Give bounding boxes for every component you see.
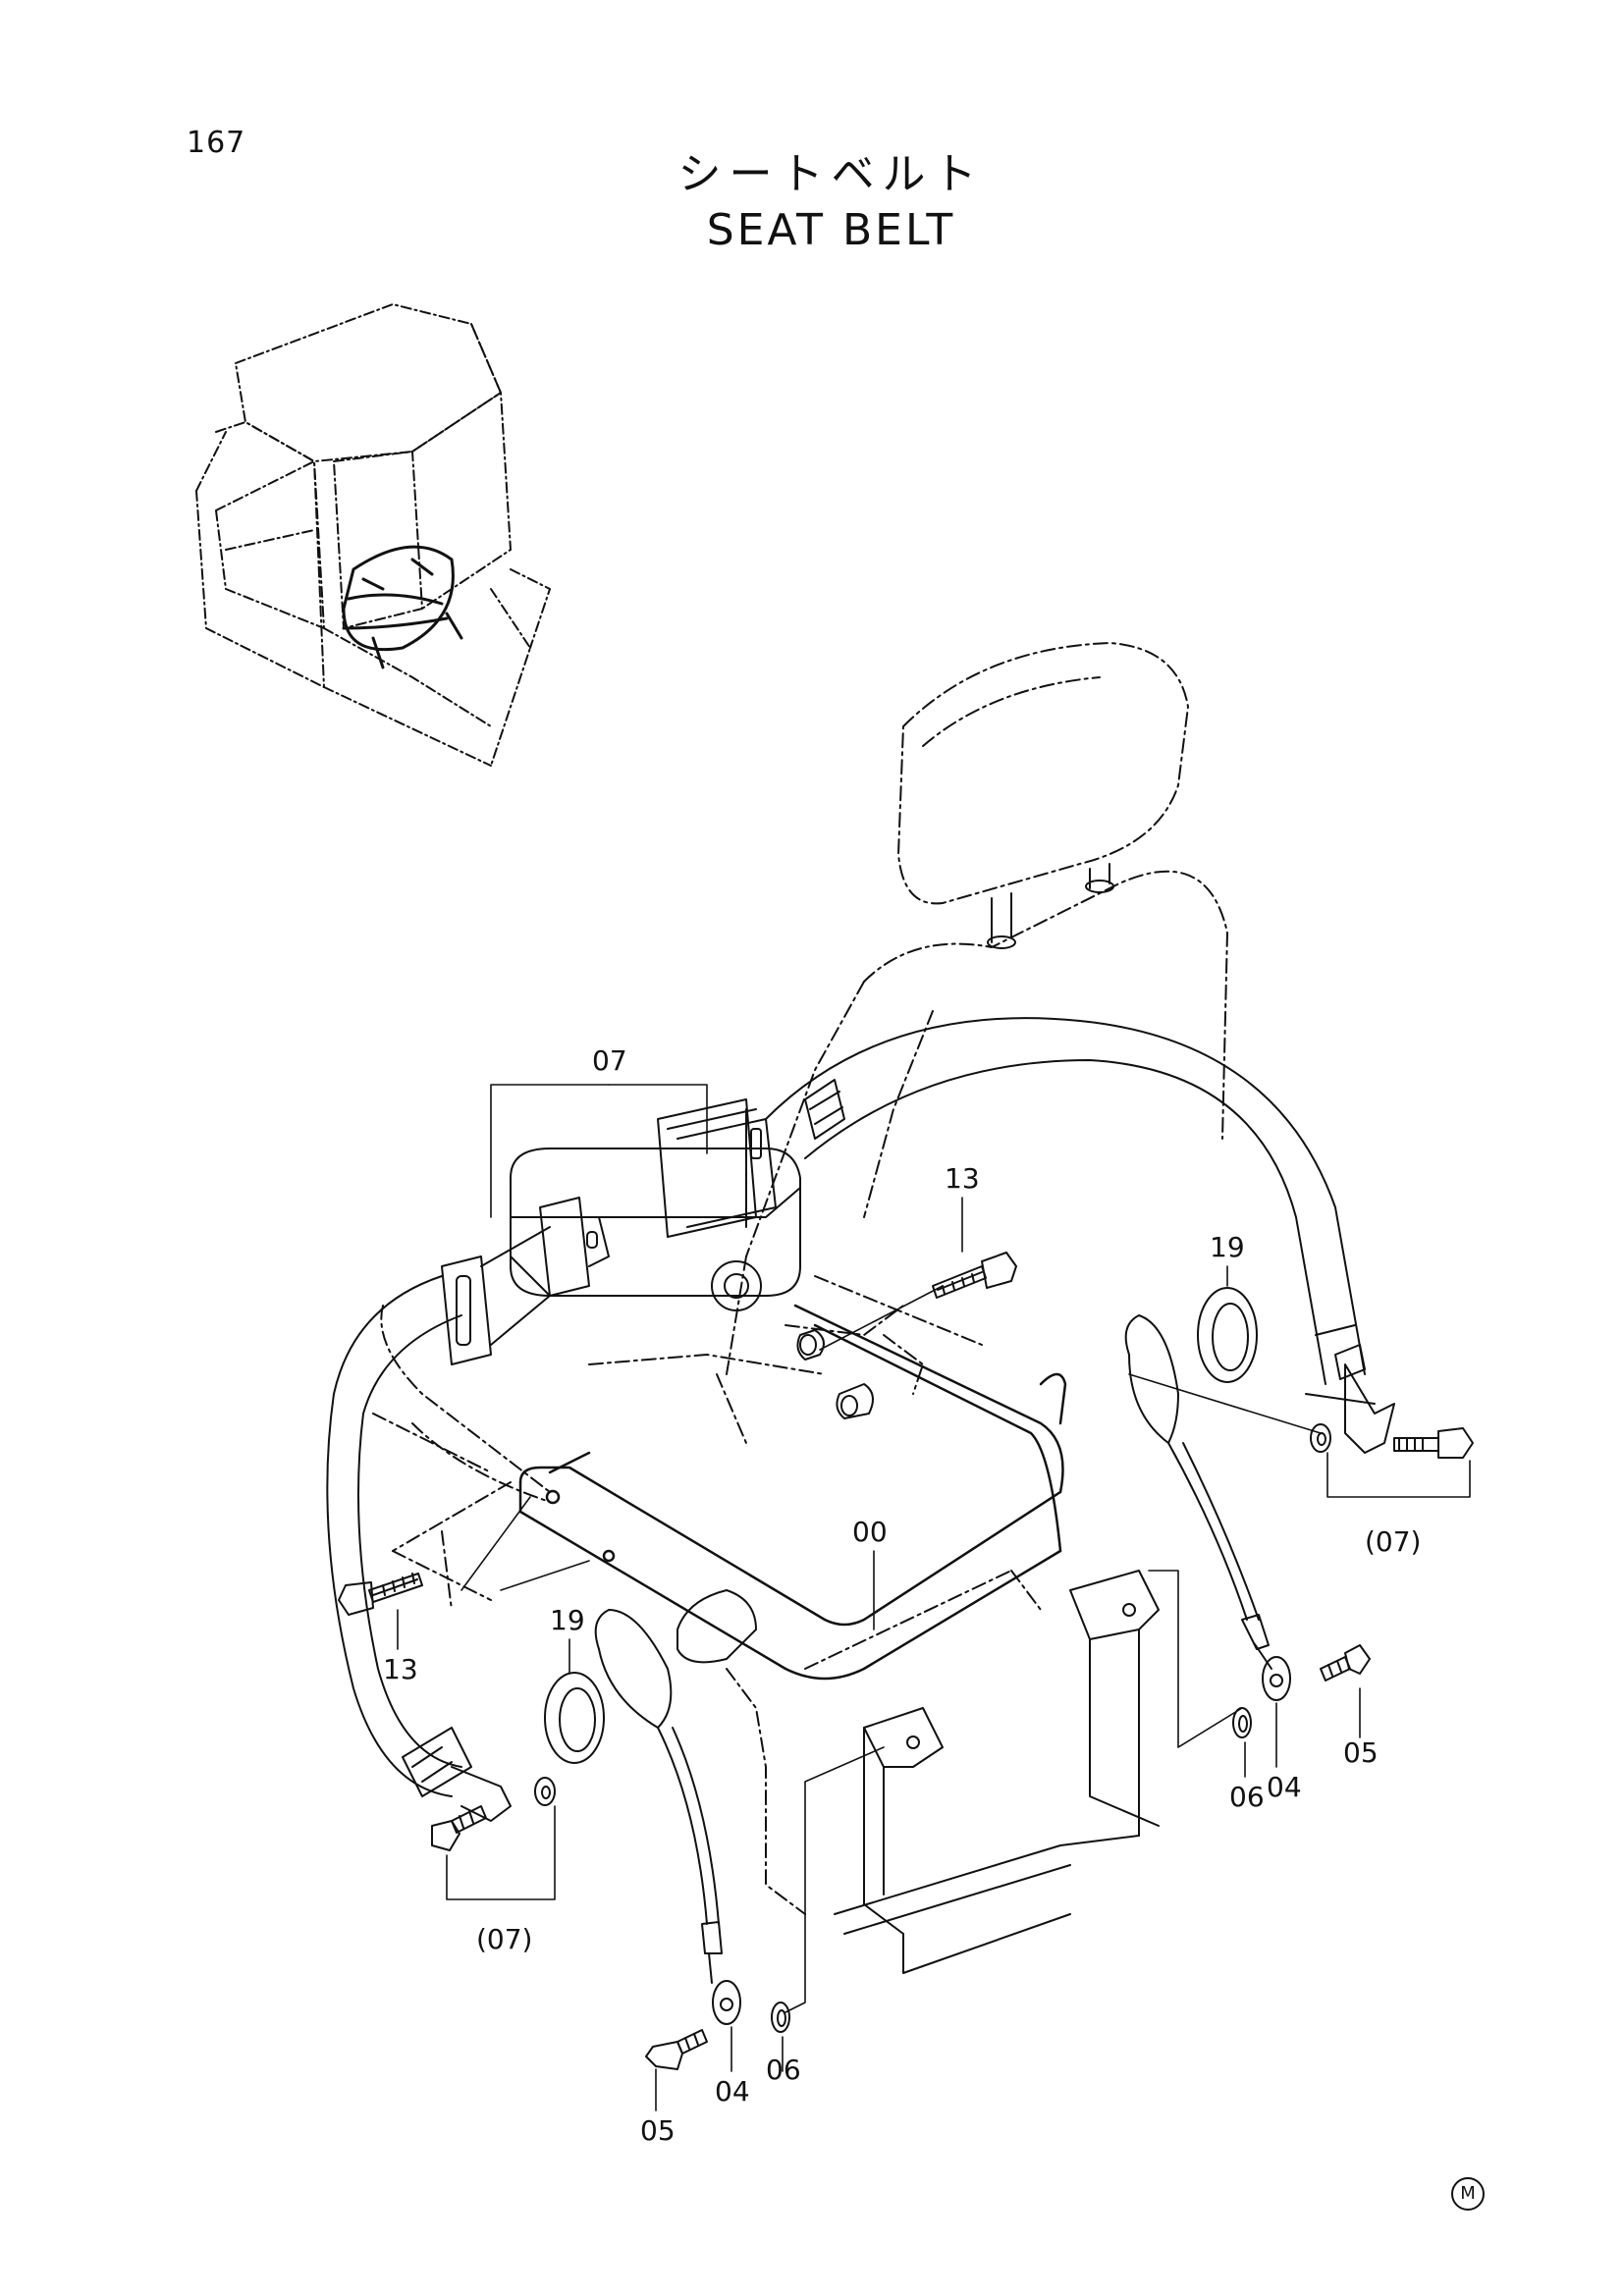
washer-19-left xyxy=(544,1672,605,1764)
ground-cable-right xyxy=(1124,1314,1291,1701)
seat-base xyxy=(726,1570,1042,1915)
cab-inset-seat xyxy=(342,545,463,669)
callout-06-bottom: 06 xyxy=(766,2054,801,2086)
washer-07-left xyxy=(534,1777,556,1806)
frame-spacers xyxy=(796,1329,874,1419)
retractor-plate xyxy=(657,1098,777,1238)
callout-labels: 07 13 19 (07) 00 13 19 05 06 04 (07) 05 … xyxy=(383,1044,1421,2147)
seat-frame xyxy=(518,1304,1067,1681)
lock-washer-06-left xyxy=(771,2002,790,2033)
headrest-posts xyxy=(987,863,1114,949)
callout-07-top: 07 xyxy=(592,1044,627,1077)
callout-07-left: (07) xyxy=(476,1923,532,1955)
callout-19-left: 19 xyxy=(550,1604,585,1636)
callout-19-right: 19 xyxy=(1210,1231,1245,1263)
seat-cushion xyxy=(372,1305,924,1611)
frame-tab xyxy=(676,1589,757,1664)
title-english: SEAT BELT xyxy=(706,205,956,255)
page-title: シートベルト SEAT BELT xyxy=(0,147,1623,259)
callout-04-right: 04 xyxy=(1267,1771,1302,1803)
seat-back xyxy=(726,870,1228,1375)
seat-belt-webbing-left xyxy=(326,1226,551,1822)
bolt-05-right xyxy=(1320,1644,1371,1682)
bolt-13-left xyxy=(338,1573,423,1616)
callout-07-right: (07) xyxy=(1365,1525,1421,1558)
washer-19-right xyxy=(1197,1287,1258,1383)
callout-13-upper: 13 xyxy=(945,1162,980,1195)
callout-13-left: 13 xyxy=(383,1653,418,1685)
seat-headrest xyxy=(897,642,1189,905)
bolt-07-left xyxy=(431,1805,487,1851)
ground-cable-left xyxy=(594,1609,741,2025)
manufacturer-mark: M xyxy=(1451,2177,1485,2211)
leader-lines xyxy=(397,1084,1471,2111)
callout-05-right: 05 xyxy=(1343,1736,1379,1769)
bolt-07-right xyxy=(1393,1427,1474,1459)
retractor-knob xyxy=(711,1260,762,1311)
seat-belt-webbing-right xyxy=(765,1017,1395,1454)
bolt-13-upper xyxy=(932,1252,1017,1299)
buckle-tongue xyxy=(441,1197,610,1365)
callout-05-bottom: 05 xyxy=(640,2114,676,2147)
title-japanese: シートベルト xyxy=(677,149,985,199)
belt-hatch-mark xyxy=(804,1079,1366,1380)
callout-04-bottom: 04 xyxy=(715,2075,750,2108)
washer-07-right xyxy=(1310,1423,1331,1453)
base-mounting-bracket xyxy=(834,1570,1160,1974)
bolt-05-bottom xyxy=(645,2029,708,2070)
callout-06-right: 06 xyxy=(1229,1781,1265,1813)
callout-00: 00 xyxy=(852,1516,888,1548)
page-number: 167 xyxy=(187,126,246,160)
cab-inset-illustration xyxy=(195,303,551,767)
